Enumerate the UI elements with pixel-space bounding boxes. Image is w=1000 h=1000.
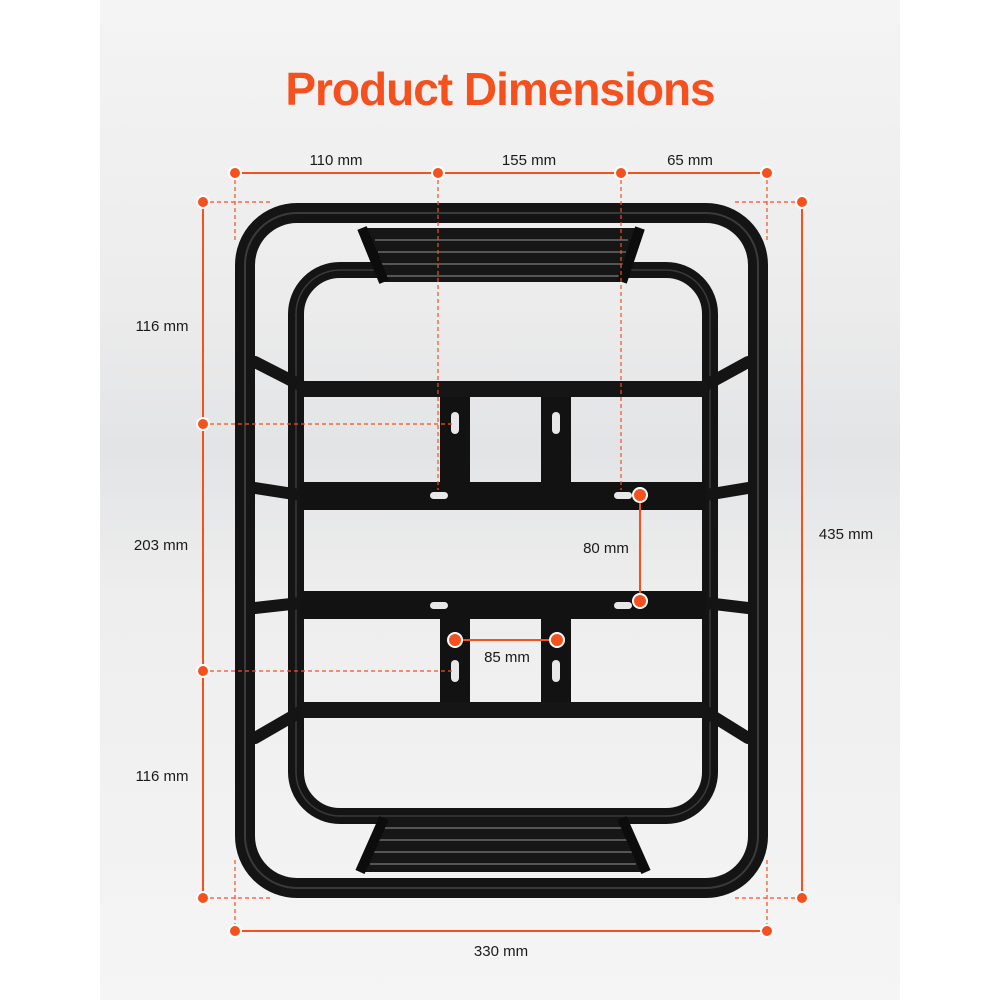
top-slat-deck: [357, 226, 645, 284]
dimension-lines: [202, 172, 803, 932]
mounting-slots: [430, 412, 632, 682]
side-connectors: [249, 356, 754, 744]
inner-frame: [288, 262, 718, 824]
bottom-slat-deck: [355, 815, 651, 875]
cross-bar-top: [300, 381, 706, 397]
rear-rack-illustration: [235, 203, 768, 898]
outer-frame: [235, 203, 768, 898]
label-slot-horizontal-85mm: 85 mm: [484, 649, 530, 666]
dimension-markers: [196, 166, 809, 938]
label-top-left-110mm: 110 mm: [309, 152, 362, 169]
label-left-bottom-116mm: 116 mm: [135, 768, 188, 785]
right-background-band: [900, 0, 1000, 1000]
page-title: Product Dimensions: [285, 63, 715, 115]
left-background-band: [0, 0, 100, 1000]
label-slot-vertical-80mm: 80 mm: [583, 540, 629, 557]
cross-bar-bottom: [300, 702, 706, 718]
label-total-height-435mm: 435 mm: [819, 526, 873, 543]
vertical-brackets: [440, 397, 571, 702]
dimension-labels: 110 mm 155 mm 65 mm 116 mm 203 mm 116 mm…: [134, 152, 873, 960]
label-top-right-65mm: 65 mm: [667, 152, 713, 169]
label-top-middle-155mm: 155 mm: [502, 152, 556, 169]
label-left-middle-203mm: 203 mm: [134, 537, 188, 554]
label-left-top-116mm: 116 mm: [135, 318, 188, 335]
label-total-width-330mm: 330 mm: [474, 943, 528, 960]
